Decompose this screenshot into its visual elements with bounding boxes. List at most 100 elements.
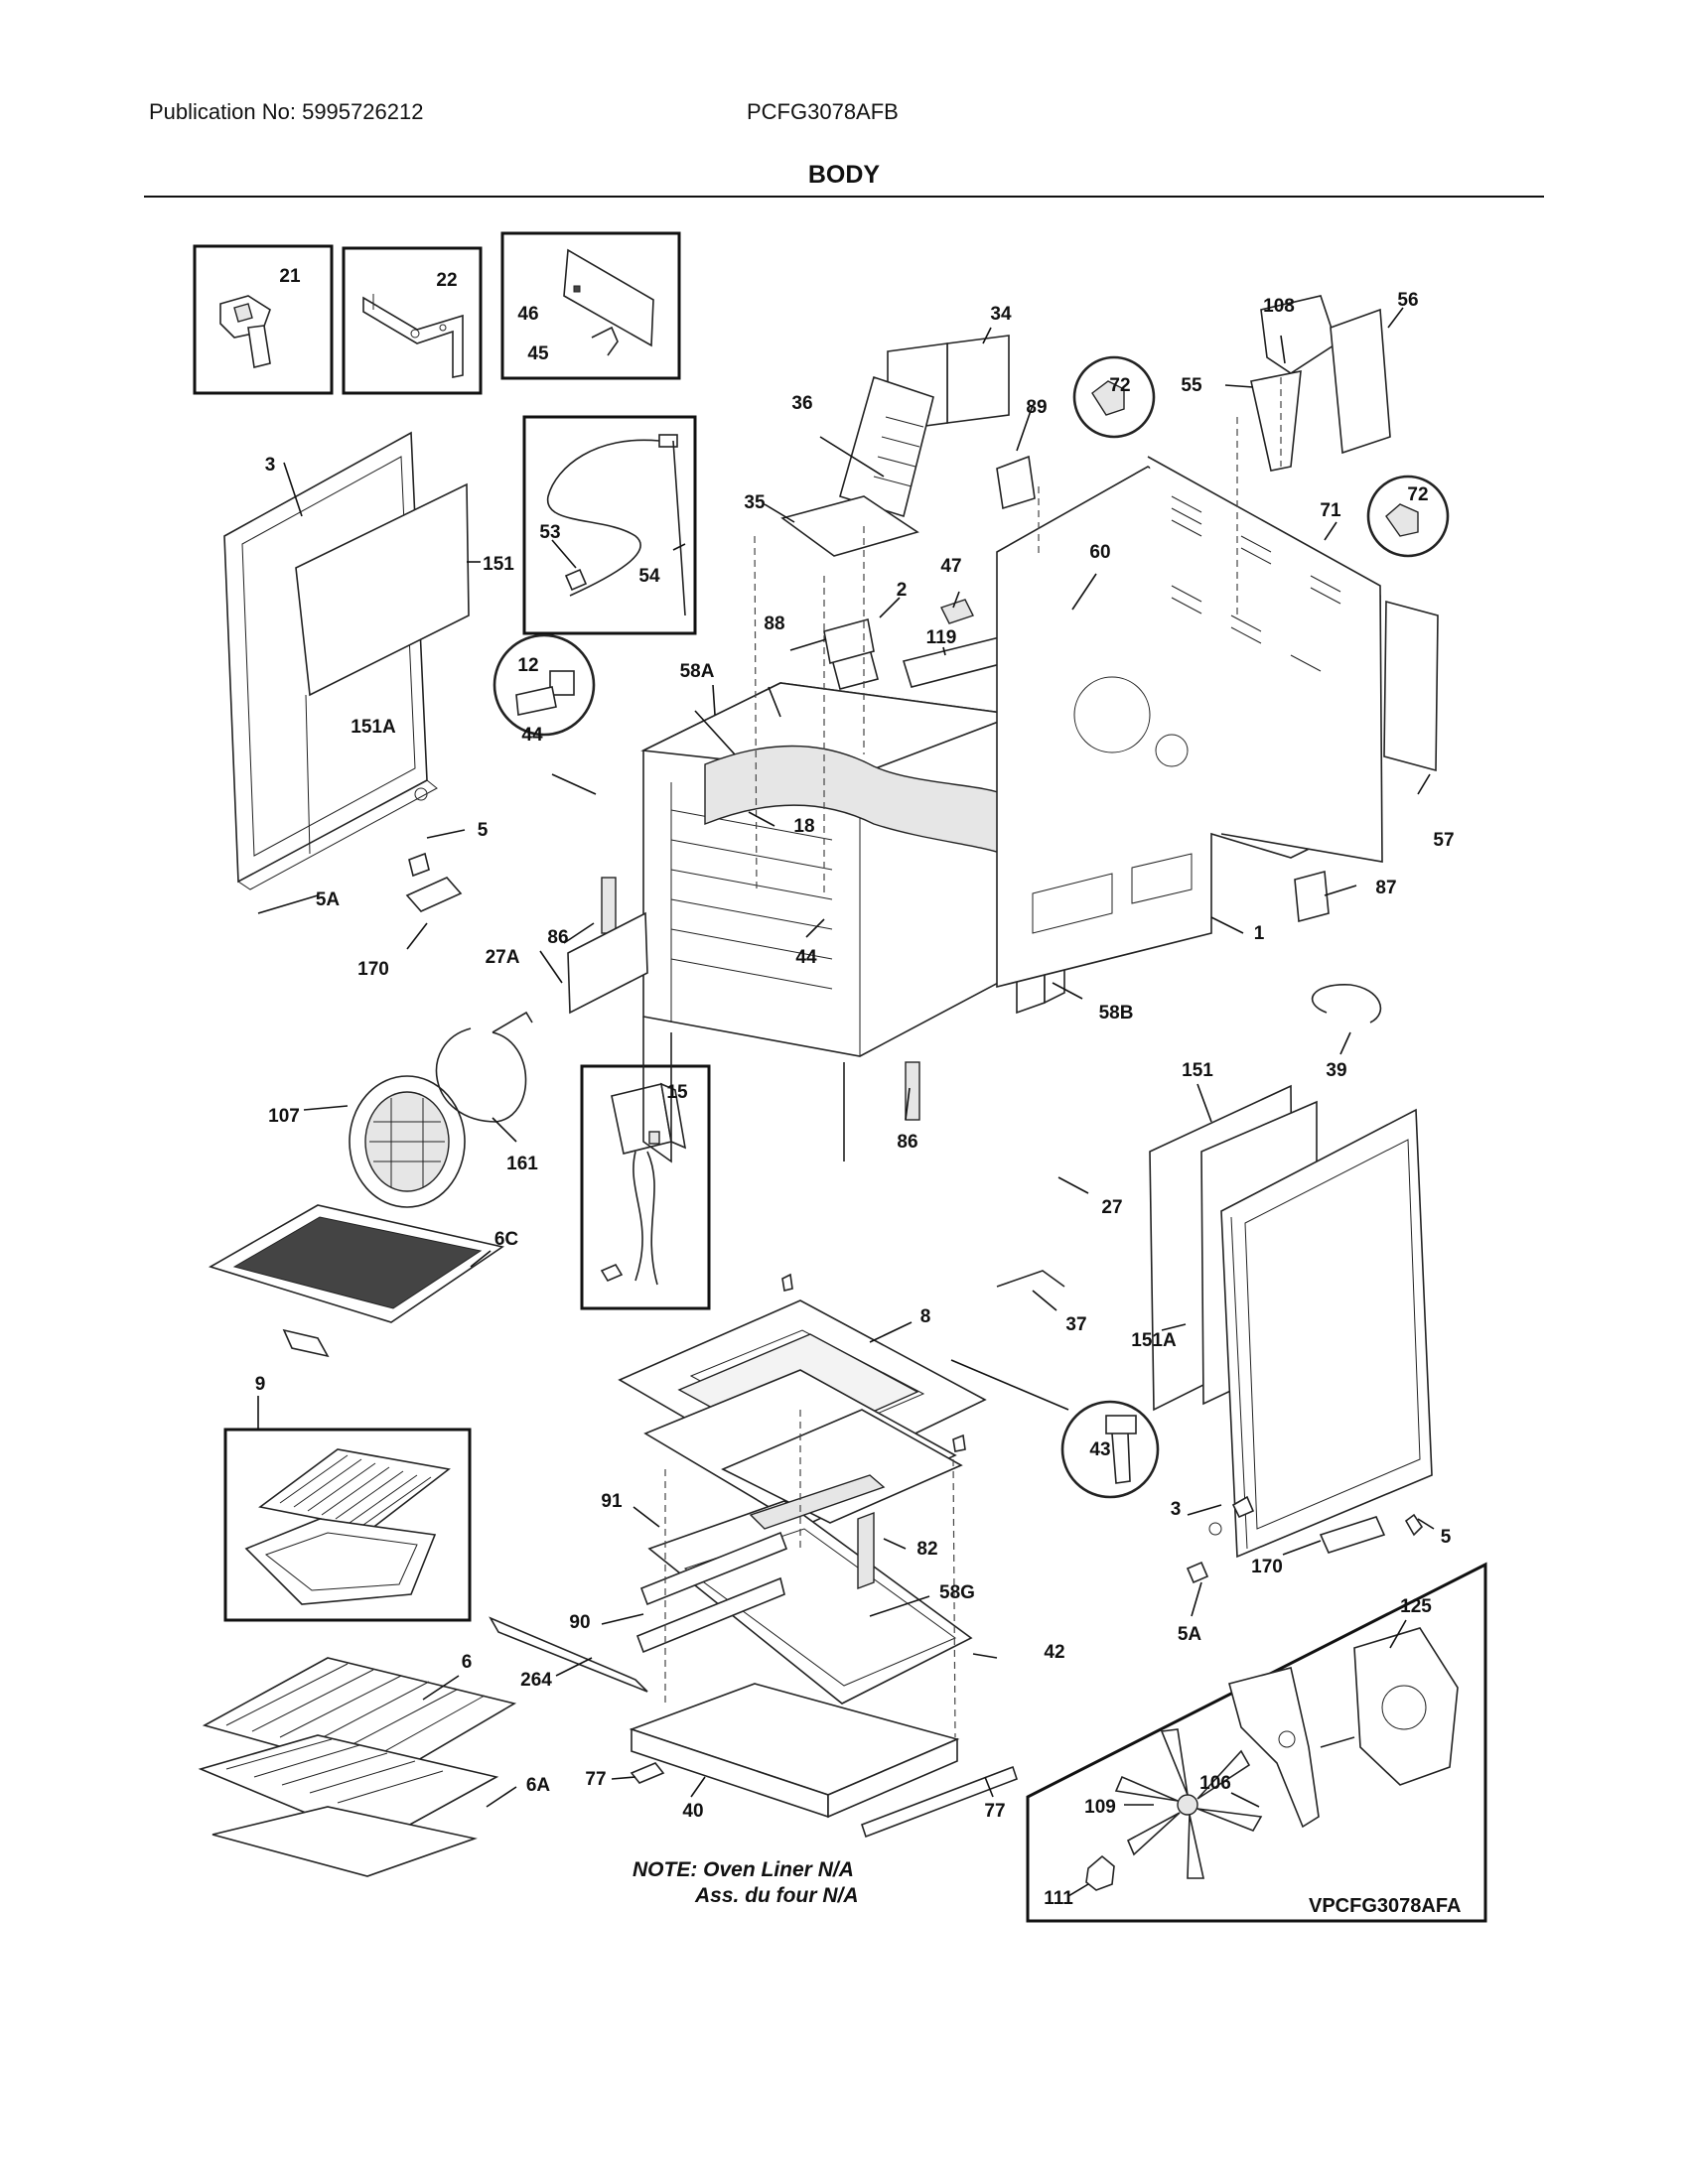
callout-109: 109: [1084, 1797, 1116, 1818]
part-22-drawing: [362, 294, 464, 378]
callout-86-mid: 86: [897, 1132, 917, 1153]
callout-27: 27: [1101, 1197, 1122, 1218]
part-72-magnifier-right: [1366, 475, 1450, 558]
callout-89: 89: [1026, 397, 1047, 418]
callout-106: 106: [1199, 1773, 1231, 1794]
callout-58B: 58B: [1099, 1003, 1134, 1024]
callout-27A: 27A: [486, 947, 520, 968]
callout-5-right: 5: [1441, 1527, 1452, 1548]
callout-6C: 6C: [494, 1229, 519, 1250]
callout-82: 82: [916, 1539, 937, 1560]
callout-37: 37: [1065, 1314, 1086, 1335]
callout-39: 39: [1326, 1060, 1346, 1081]
part-46-drawing: [563, 248, 654, 356]
callout-43: 43: [1089, 1439, 1110, 1460]
callout-264: 264: [520, 1670, 552, 1691]
small-parts-drawing: [405, 852, 1424, 1584]
oven-bottom-assembly-drawing: [489, 1299, 1019, 1839]
part-9-drawing: [244, 1448, 451, 1605]
left-oven-door-drawing: [223, 431, 470, 890]
model-number: PCFG3078AFB: [747, 99, 899, 124]
part-43-magnifier: [1060, 1400, 1160, 1499]
callout-151A-right: 151A: [1131, 1330, 1177, 1351]
right-oven-door-drawing: [1149, 1084, 1433, 1559]
callout-46: 46: [517, 304, 538, 325]
callout-86-left: 86: [547, 927, 568, 948]
callout-170-left: 170: [357, 959, 389, 980]
callout-58G: 58G: [939, 1582, 975, 1603]
callout-151-left: 151: [483, 554, 514, 575]
callout-44-mid: 44: [795, 947, 817, 968]
callout-47: 47: [940, 556, 961, 577]
callout-72-right: 72: [1407, 484, 1428, 505]
callout-60: 60: [1089, 542, 1110, 563]
callout-151A-left: 151A: [351, 717, 396, 738]
part-fan-assembly-drawing: [1085, 1627, 1459, 1891]
callout-90: 90: [569, 1612, 590, 1633]
callout-87: 87: [1375, 878, 1396, 898]
note-line-1: NOTE: Oven Liner N/A: [633, 1858, 854, 1881]
callout-54: 54: [638, 566, 660, 587]
callout-161: 161: [506, 1154, 538, 1174]
part-6-rack-drawing: [198, 1657, 517, 1877]
callout-125: 125: [1400, 1596, 1432, 1617]
callout-6: 6: [462, 1652, 473, 1673]
callout-88: 88: [764, 614, 784, 634]
callout-5A-left: 5A: [316, 889, 341, 910]
callout-5-left: 5: [478, 820, 489, 841]
leader-lines: [257, 307, 1435, 1897]
callout-1: 1: [1254, 923, 1265, 944]
callout-107: 107: [268, 1106, 300, 1127]
part-161-drawing: [435, 1011, 533, 1123]
callout-2: 2: [897, 580, 908, 601]
callout-3-left: 3: [265, 455, 276, 476]
callout-58A: 58A: [680, 661, 715, 682]
callout-40: 40: [682, 1801, 703, 1822]
callout-77-right: 77: [984, 1801, 1005, 1822]
part-6C-drawing: [209, 1204, 504, 1358]
note-line-2: Ass. du four N/A: [694, 1884, 859, 1907]
callout-8: 8: [920, 1306, 931, 1327]
callout-111: 111: [1044, 1888, 1073, 1909]
callout-71: 71: [1320, 500, 1341, 521]
inset-box-9: [223, 1428, 472, 1622]
part-107-drawing: [349, 1075, 466, 1208]
part-72-magnifier-top: [1072, 355, 1156, 439]
callout-21: 21: [279, 266, 301, 287]
inset-box-53: [522, 415, 697, 635]
inset-box-21: [193, 244, 334, 395]
callout-35: 35: [744, 492, 766, 513]
section-title: BODY: [807, 161, 881, 189]
part-53-drawing: [547, 434, 686, 616]
callout-9: 9: [255, 1374, 266, 1395]
callout-72-top: 72: [1109, 375, 1130, 396]
callout-22: 22: [436, 270, 457, 291]
callout-44-left: 44: [521, 725, 543, 746]
header-rule: [144, 196, 1544, 198]
callout-56: 56: [1397, 290, 1418, 311]
callout-42: 42: [1044, 1642, 1064, 1663]
callout-170-right: 170: [1251, 1557, 1283, 1577]
part-15-drawing: [611, 1082, 687, 1286]
callout-5A-right: 5A: [1178, 1624, 1202, 1645]
callout-labels: 21 22 46 45 34 108 56 36 89 72 55 35 3 1…: [255, 266, 1455, 1909]
callout-77-left: 77: [585, 1769, 606, 1790]
callout-151-right: 151: [1182, 1060, 1213, 1081]
callout-91: 91: [601, 1491, 623, 1512]
callout-12: 12: [517, 655, 538, 676]
callout-3-right: 3: [1171, 1499, 1182, 1520]
callout-36: 36: [791, 393, 812, 414]
publication-number: Publication No: 5995726212: [149, 99, 424, 124]
part-21-drawing: [219, 295, 271, 368]
alignment-lines: [664, 377, 1282, 1738]
callout-108: 108: [1263, 296, 1295, 317]
fan-blade-drawing: [1114, 1728, 1263, 1879]
callout-34: 34: [990, 304, 1012, 325]
inset-box-15: [580, 1064, 711, 1310]
part-12-magnifier: [492, 633, 596, 737]
inset-box-22: [342, 246, 483, 395]
diagram-code: VPCFG3078AFA: [1309, 1895, 1461, 1917]
callout-18: 18: [793, 816, 814, 837]
inset-box-fan: [1026, 1562, 1487, 1923]
